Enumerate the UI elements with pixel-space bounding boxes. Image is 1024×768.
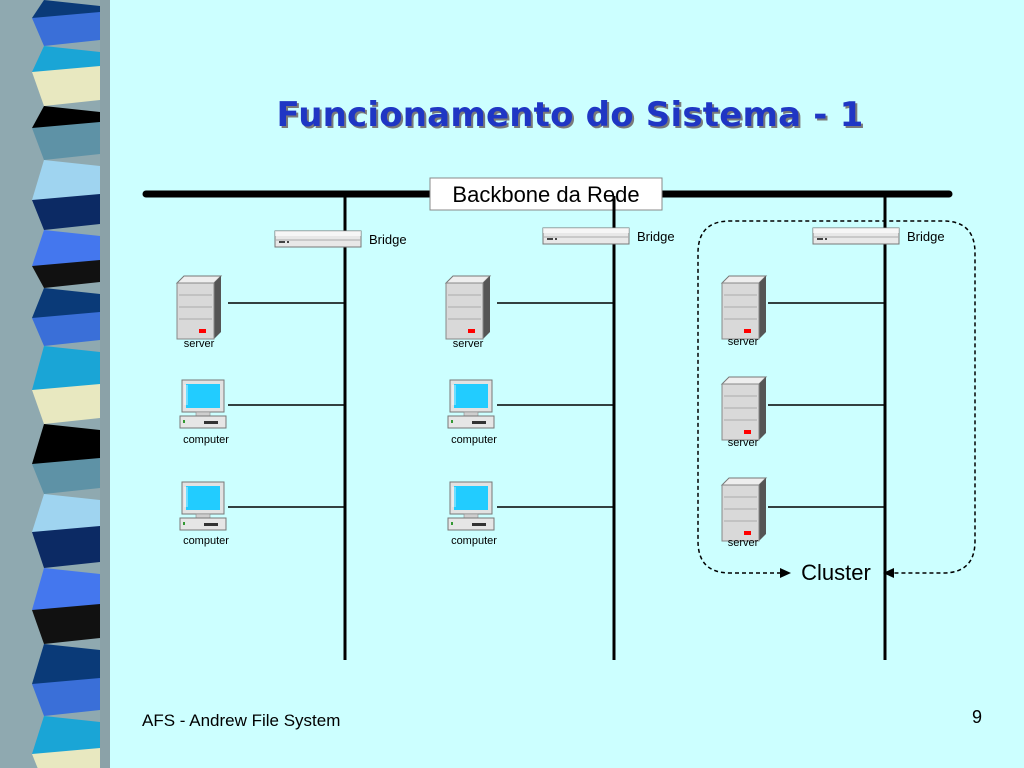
cluster-label: Cluster — [801, 560, 871, 585]
computer-label: computer — [183, 434, 229, 446]
computer-icon — [447, 379, 495, 429]
stripe-band — [32, 12, 100, 46]
computer-icon — [447, 481, 495, 531]
server-icon — [721, 376, 767, 441]
stripe-band — [32, 678, 100, 716]
stripe-band — [32, 644, 100, 690]
stripe-band — [32, 494, 100, 538]
page-number: 9 — [972, 707, 983, 727]
computer-icon — [179, 379, 227, 429]
page-title: Funcionamento do Sistema - 1 — [276, 95, 864, 135]
decorative-stripe-border — [0, 0, 110, 768]
server-icon — [176, 275, 222, 340]
cluster-arrow-right — [883, 568, 894, 578]
server-label: server — [453, 338, 484, 350]
bridge-icon — [812, 227, 900, 245]
stripe-band — [32, 346, 100, 396]
bridge-label: Bridge — [637, 229, 675, 244]
stripe-band — [32, 424, 100, 470]
cluster-arrow-left — [780, 568, 791, 578]
stripe-band — [32, 604, 100, 644]
stripe-band — [32, 160, 100, 206]
stripe-band — [32, 312, 100, 346]
stripe-band — [32, 526, 100, 568]
computer-label: computer — [451, 535, 497, 547]
bridge-label: Bridge — [369, 232, 407, 247]
bridge-icon — [274, 230, 362, 248]
computer-label: computer — [451, 434, 497, 446]
stripe-band — [32, 122, 100, 160]
stripe-band — [32, 568, 100, 616]
stripe-band — [32, 748, 100, 768]
backbone-label: Backbone da Rede — [452, 182, 639, 207]
computer-label: computer — [183, 535, 229, 547]
bridge-label: Bridge — [907, 229, 945, 244]
server-icon — [721, 275, 767, 340]
cluster-boundary — [697, 220, 976, 574]
server-label: server — [184, 338, 215, 350]
server-icon — [445, 275, 491, 340]
stripe-band — [32, 716, 100, 760]
server-label: server — [728, 437, 759, 449]
backbone-label-box — [429, 177, 663, 211]
stripe-band — [32, 194, 100, 230]
server-label: server — [728, 336, 759, 348]
computer-icon — [179, 481, 227, 531]
bridge-icon — [542, 227, 630, 245]
stripe-band — [32, 458, 100, 494]
server-icon — [721, 477, 767, 542]
footer-text: AFS - Andrew File System — [142, 711, 341, 730]
server-label: server — [728, 537, 759, 549]
stripe-band — [32, 260, 100, 288]
stripe-band — [32, 66, 100, 106]
stripe-band — [32, 384, 100, 424]
